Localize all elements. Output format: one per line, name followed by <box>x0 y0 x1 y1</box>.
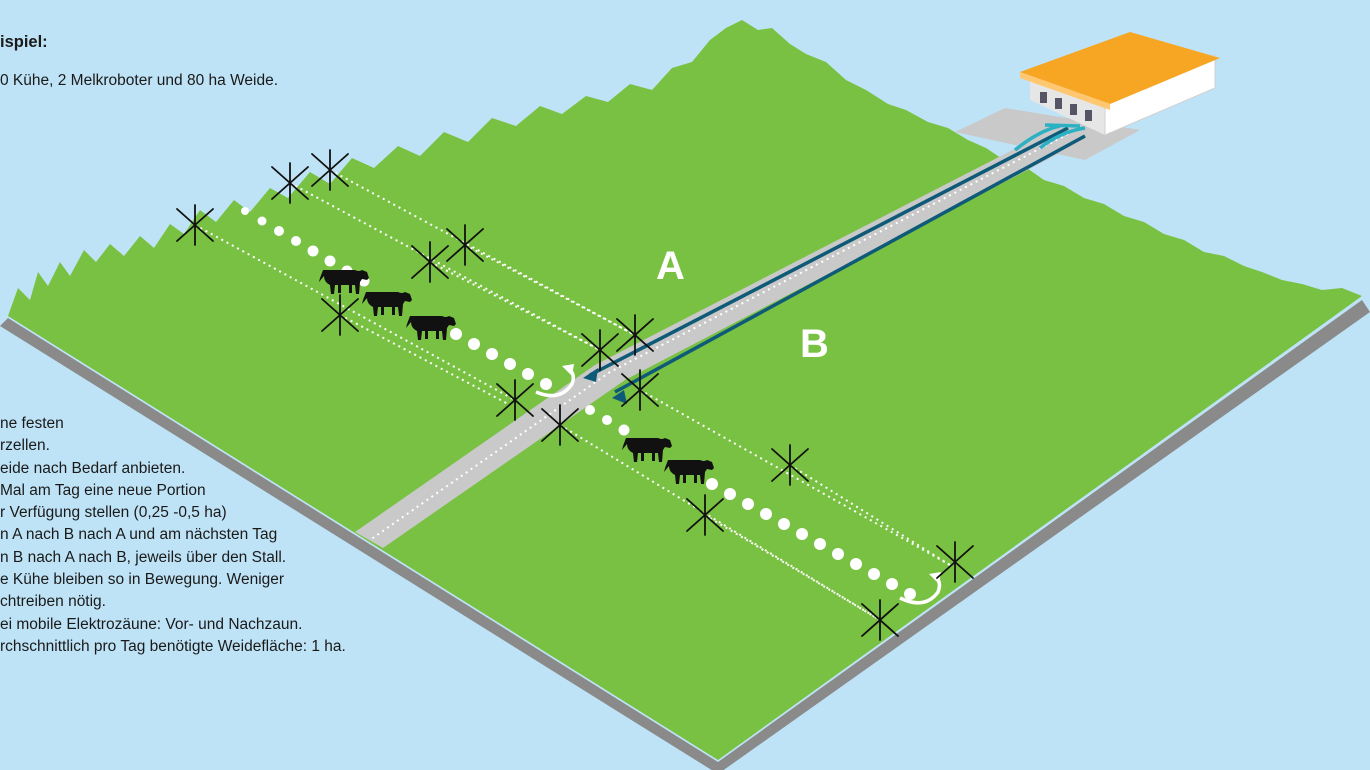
path-arrowhead-b <box>612 390 627 404</box>
fence-lines <box>194 169 951 621</box>
note-item: Mal am Tag eine neue Portion <box>0 481 206 499</box>
example-text: 0 Kühe, 2 Melkroboter und 80 ha Weide. <box>0 72 279 89</box>
walking-path-b <box>585 405 916 600</box>
note-item: n A nach B nach A und am nächsten Tag <box>0 526 278 544</box>
path-arrowhead-a <box>583 368 598 382</box>
note-item: eide nach Bedarf anbieten. <box>0 459 186 477</box>
note-item: ne festen <box>0 415 64 432</box>
note-item: chtreiben nötig. <box>0 593 106 611</box>
example-title: ispiel: <box>0 33 48 51</box>
path-to-a <box>589 123 1086 394</box>
zone-label-b: B <box>800 322 829 366</box>
barn-icon <box>1020 32 1220 136</box>
note-item: ei mobile Elektrozäune: Vor- und Nachzau… <box>0 615 303 633</box>
central-lane <box>595 128 1085 380</box>
note-item: rzellen. <box>0 437 50 455</box>
note-item: n B nach A nach B, jeweils über den Stal… <box>0 548 287 566</box>
turn-arrow-icon <box>899 572 942 605</box>
note-item: e Kühe bleiben so in Bewegung. Weniger <box>0 571 285 589</box>
pasture-field <box>8 20 1362 760</box>
turn-arrow-icon <box>535 364 576 398</box>
note-item: r Verfügung stellen (0,25 -0,5 ha) <box>0 504 227 522</box>
notes-list: ne festen rzellen. eide nach Bedarf anbi… <box>0 413 346 658</box>
note-item: rchschnittlich pro Tag benötigte Weidefl… <box>0 637 346 655</box>
zone-label-a: A <box>656 244 685 288</box>
